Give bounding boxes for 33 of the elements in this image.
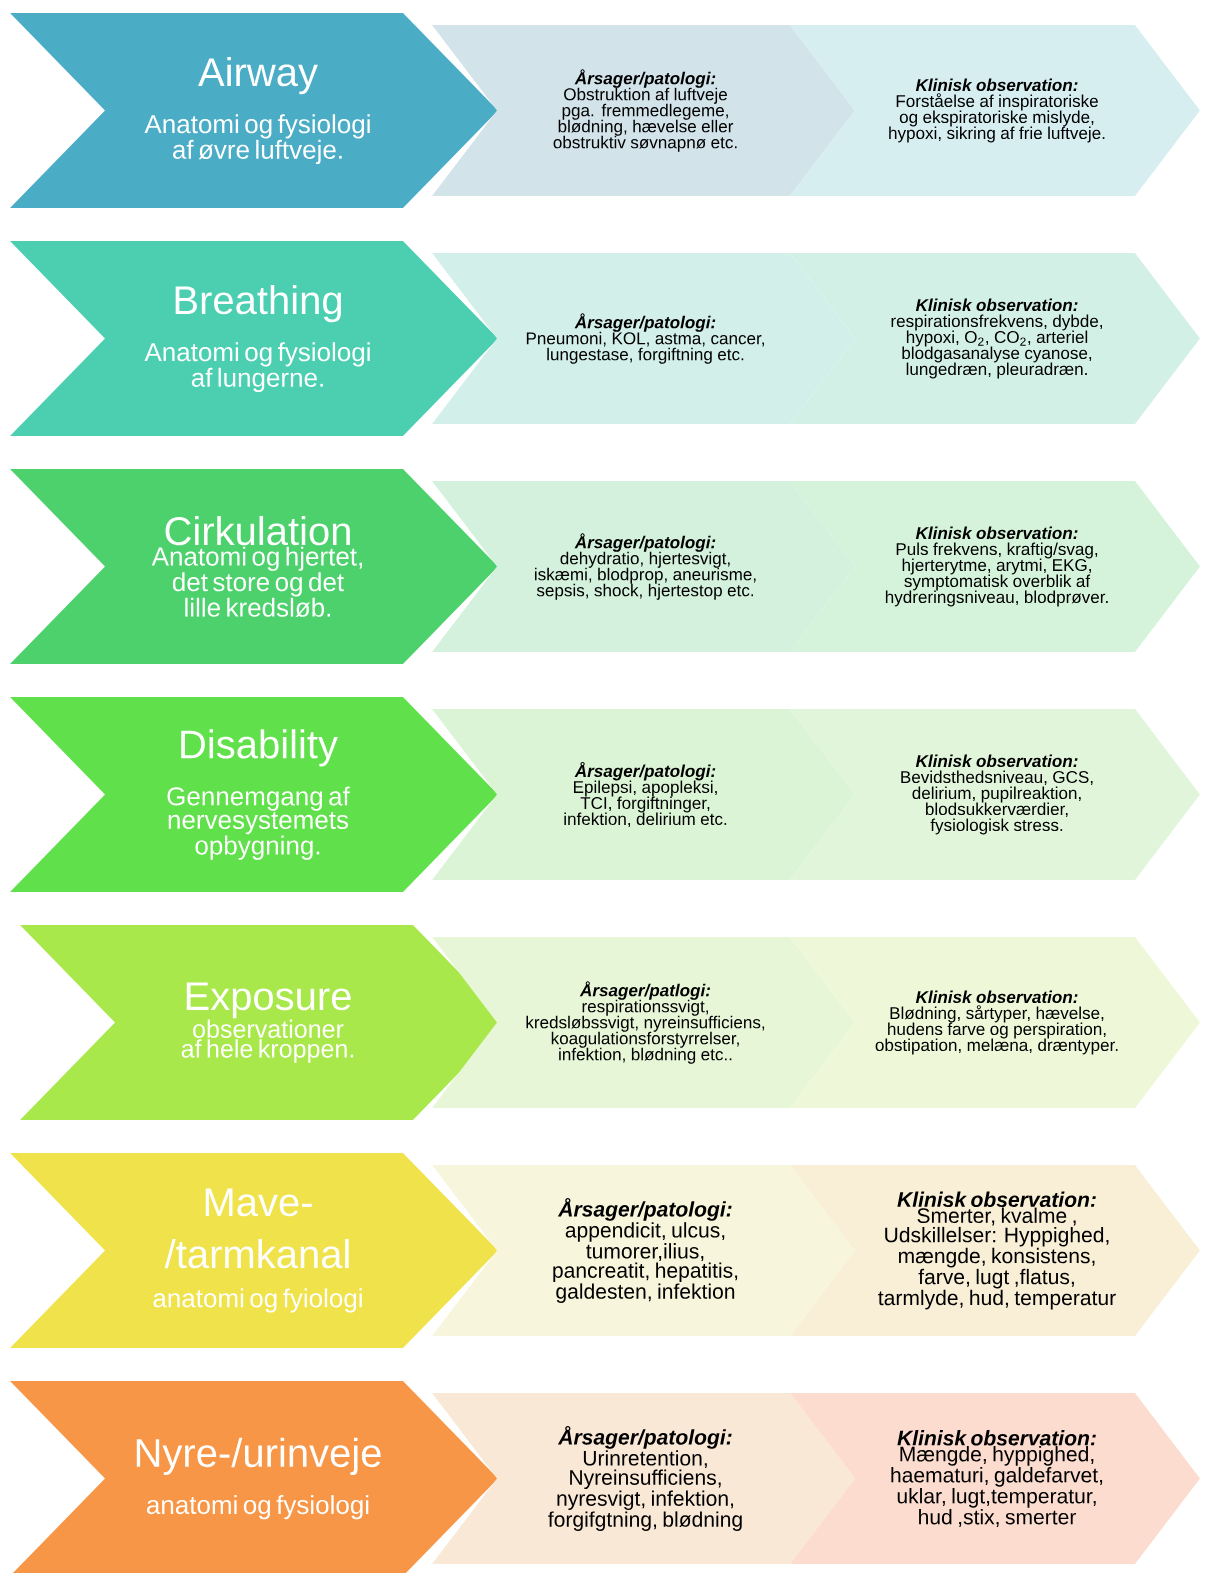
node-label: respirationsfrekvens, dybde, hypoxi, O$_{2}$, CO$_{2}$, arteriel blodgasanalyse cyanose, lungedræn, pleuradræn. — [891, 314, 1102, 379]
node-label: dehydratio, hjertesvigt, iskæmi, blodprop, aneurisme, sepsis, shock, hjertestop etc. — [535, 551, 756, 600]
info-panel: Årsager/patlogi: respirationssvigt, kredsløbssvigt, nyreinsufficiens, koagulationsforstyrrelser, infektion, blødning etc.. — [432, 937, 855, 1108]
node-label: Pneumoni, KOL, astma, cancer, lungestase, forgiftning etc. — [526, 331, 764, 364]
topic-banner: Disability Gennemgang af nervesystemets opbygning. — [10, 697, 498, 892]
topic-banner: Cirkulation Anatomi og hjertet, det store og det lille kredsløb. — [10, 469, 498, 664]
node-label: Klinisk observation: — [915, 526, 1078, 540]
info-panel: Klinisk observation: Blødning, sårtyper, hævelse, hudens farve og perspiration, obstipation, melæna, dræntyper. — [790, 937, 1200, 1108]
node-label: Årsager/patologi: — [574, 533, 716, 552]
topic-banner: Mave-/tarmkanal anatomi og fyiologi — [10, 1153, 498, 1348]
info-panel: Årsager/patologi: dehydratio, hjertesvigt, iskæmi, blodprop, aneurisme, sepsis, shock, hjertestop etc. — [432, 481, 855, 652]
info-panel: Årsager/patologi: Obstruktion af luftveje pga. fremmedlegeme, blødning, hævelse eller obstruktiv søvnapnø etc. — [432, 25, 855, 196]
info-panel: Årsager/patologi: Epilepsi, apopleksi, TCI, forgiftninger, infektion, delirium etc. — [432, 709, 855, 880]
info-panel: Årsager/patologi: Pneumoni, KOL, astma, cancer, lungestase, forgiftning etc. — [432, 253, 855, 424]
node-label: Årsager/patologi: — [574, 313, 716, 332]
node-label: Årsager/patologi: — [574, 761, 716, 781]
info-panel: Årsager/patologi: Urinretention, Nyreinsufficiens, nyresvigt, infektion, forgifgtning, blødning — [432, 1393, 855, 1564]
topic-banner: Breathing Anatomi og fysiologi af lungerne. — [10, 241, 498, 436]
info-panel: Klinisk observation: Puls frekvens, kraftig/svag, hjerterytme, arytmi, EKG, symptomatisk overblik af hydreringsniveau, blodprøver. — [790, 481, 1200, 652]
info-panel: Klinisk observation: Bevidsthedsniveau, GCS, delirium, pupilreaktion, blodsukkerværdier, fysiologisk stress. — [790, 709, 1200, 880]
topic-banner: Airway Anatomi og fysiologi af øvre luftveje. — [10, 13, 498, 208]
node-label: Bevidsthedsniveau, GCS, delirium, pupilreaktion, blodsukkerværdier, fysiologisk stress. — [901, 770, 1093, 835]
info-panel: Klinisk observation: Forståelse af inspiratoriske og ekspiratoriske mislyde, hypoxi, sikring af frie luftveje. — [790, 25, 1200, 196]
node-label: Klinisk observation: — [915, 298, 1078, 312]
info-panel: Klinisk observation: Mængde, hyppighed, haematuri, galdefarvet, uklar, lugt,temperatur, hud ,stix, smerter — [790, 1393, 1200, 1564]
node-label: Epilepsi, apopleksi, TCI, forgiftninger, infektion, delirium etc. — [564, 780, 727, 828]
info-panel: Klinisk observation: Smerter, kvalme , Udskillelser: Hyppighed, mængde, konsistens, farve, lugt ,flatus, tarmlyde, hud, temperatur — [790, 1165, 1200, 1336]
topic-banner: Exposure observationer af hele kroppen. — [20, 925, 508, 1120]
topic-banner: Nyre-/urinveje anatomi og fysiologi — [10, 1381, 498, 1573]
node-label: Puls frekvens, kraftig/svag, hjerterytme, arytmi, EKG, symptomatisk overblik af hydreringsniveau, blodprøver. — [885, 542, 1108, 607]
info-panel: Klinisk observation: respirationsfrekvens, dybde, hypoxi, O$_{2}$, CO$_{2}$, arteriel blodgasanalyse cyanose, lungedræn, pleuradræn. — [790, 253, 1200, 424]
info-panel: Årsager/patologi: appendicit, ulcus, tumorer,ilius, pancreatit, hepatitis, galdesten, infektion — [432, 1165, 855, 1336]
node-label: Klinisk observation: — [915, 754, 1078, 768]
